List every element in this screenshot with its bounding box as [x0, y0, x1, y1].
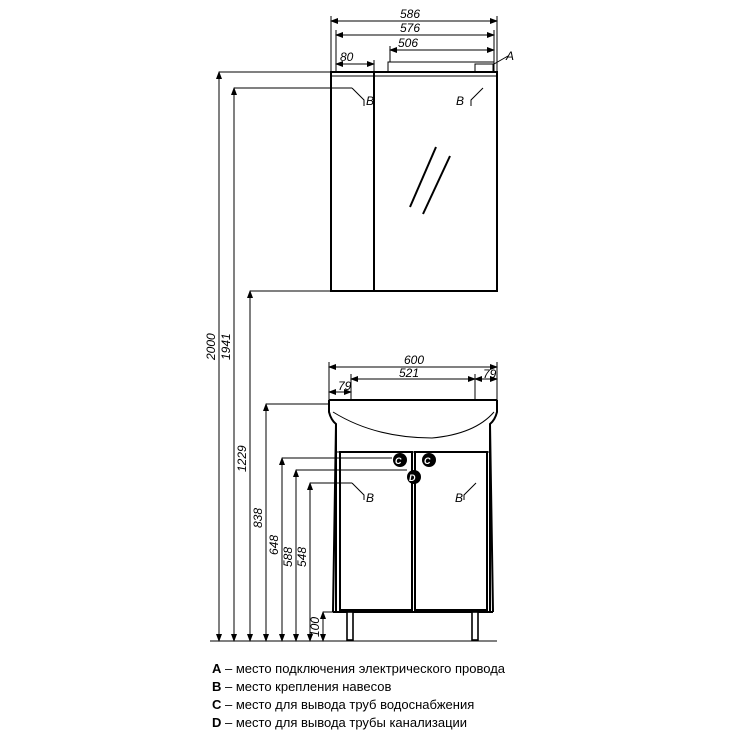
- legend-letter: C: [212, 697, 222, 712]
- legend-item-d: D – место для вывода трубы канализации: [212, 714, 732, 732]
- legend-text: – место подключения электрического прово…: [221, 661, 506, 676]
- dim-588: 588: [281, 547, 295, 567]
- legend-item-b: B – место крепления навесов: [212, 678, 732, 696]
- marker-d: D: [409, 473, 416, 483]
- dim-80: 80: [340, 50, 354, 64]
- dim-506: 506: [398, 36, 418, 50]
- dim-1229: 1229: [235, 445, 249, 472]
- marker-b-vanity-left: B: [366, 491, 374, 505]
- dim-576: 576: [400, 21, 420, 35]
- marker-c-left: C: [395, 456, 402, 466]
- legend: A – место подключения электрического про…: [212, 660, 732, 732]
- legend-letter: B: [212, 679, 222, 694]
- legend-letter: D: [212, 715, 222, 730]
- dim-79-right: 79: [483, 367, 497, 381]
- dim-600: 600: [404, 353, 424, 367]
- marker-b-mirror-right: B: [456, 94, 464, 108]
- legend-letter: A: [212, 661, 222, 676]
- legend-item-c: C – место для вывода труб водоснабжения: [212, 696, 732, 714]
- vanity-width-dimensions: 600 521 79 79: [328, 353, 498, 400]
- height-dimensions: 2000 1941 1229 838 648 588 548 100: [204, 71, 497, 642]
- legend-item-a: A – место подключения электрического про…: [212, 660, 732, 678]
- dim-548: 548: [295, 547, 309, 567]
- marker-b-vanity-right: B: [455, 491, 463, 505]
- dim-100: 100: [308, 617, 322, 637]
- mirror-mount-markers: B B: [351, 87, 484, 108]
- vanity-mount-markers: B B: [351, 482, 477, 505]
- marker-c-right: C: [424, 456, 431, 466]
- mirror-cabinet: [330, 61, 498, 292]
- dim-521: 521: [399, 366, 419, 380]
- dim-79-left: 79: [338, 379, 352, 393]
- dim-2000: 2000: [204, 333, 218, 361]
- marker-a: A: [493, 49, 514, 65]
- vanity-unit: [328, 399, 498, 641]
- marker-b-mirror-left: B: [366, 94, 374, 108]
- legend-text: – место для вывода трубы канализации: [221, 715, 468, 730]
- dim-1941: 1941: [219, 333, 233, 360]
- dim-648: 648: [267, 535, 281, 555]
- legend-text: – место крепления навесов: [221, 679, 392, 694]
- pipe-markers: C C D: [393, 453, 436, 484]
- legend-text: – место для вывода труб водоснабжения: [221, 697, 475, 712]
- dim-586: 586: [400, 7, 420, 21]
- dim-838: 838: [251, 508, 265, 528]
- marker-a-label: A: [505, 49, 514, 63]
